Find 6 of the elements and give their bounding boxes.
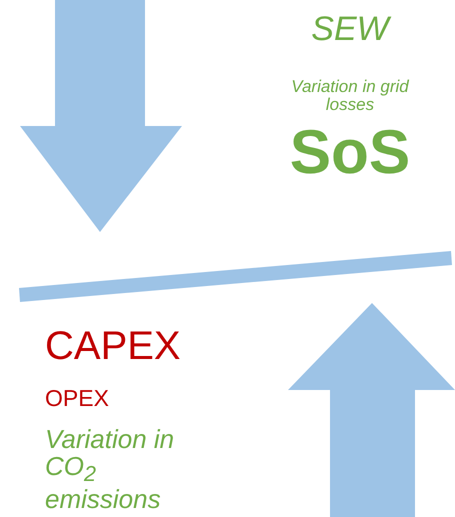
cost-label: CAPEX xyxy=(45,325,182,367)
heading-text: SEW xyxy=(270,12,430,48)
heading-text: SoS xyxy=(288,120,412,186)
note-text: Variation in CO$_{2}$ emissions xyxy=(45,426,176,514)
note-text: Variation in grid losses xyxy=(290,78,410,114)
cost-label: OPEX xyxy=(45,386,110,410)
